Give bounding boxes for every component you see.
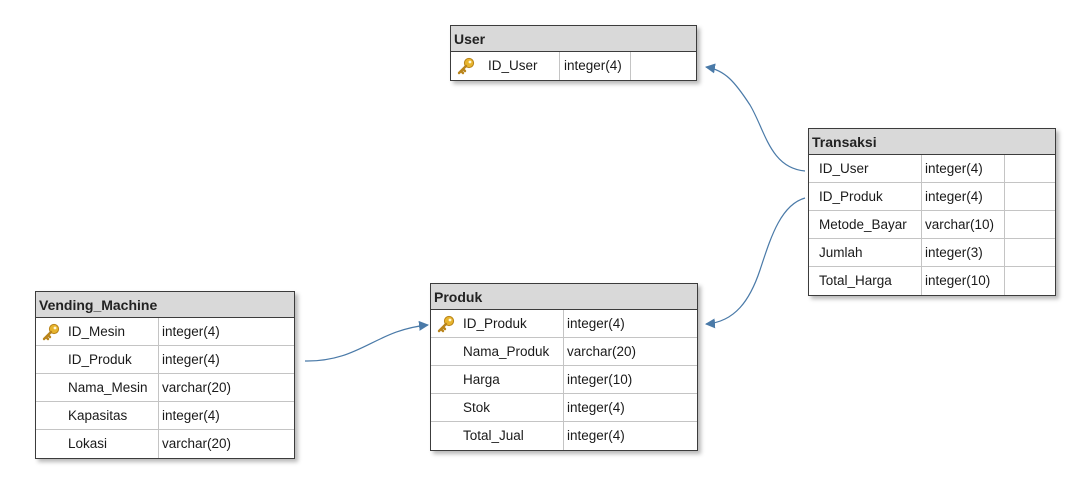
cell-divider bbox=[563, 366, 564, 393]
table-row[interactable]: Kapasitas integer(4) bbox=[36, 402, 294, 430]
connector-transaksi-to-user[interactable] bbox=[705, 63, 806, 172]
table-row[interactable]: Nama_Produk varchar(20) bbox=[431, 338, 697, 366]
table-row[interactable]: ID_Produk integer(4) bbox=[36, 346, 294, 374]
column-name: Nama_Produk bbox=[463, 344, 550, 359]
table-row[interactable]: Stok integer(4) bbox=[431, 394, 697, 422]
key-icon bbox=[457, 57, 475, 75]
key-icon bbox=[437, 315, 455, 333]
column-name: Lokasi bbox=[68, 436, 108, 451]
cell-divider bbox=[921, 155, 922, 182]
cell-divider bbox=[921, 211, 922, 238]
column-type: integer(4) bbox=[162, 352, 220, 367]
column-name: ID_Produk bbox=[819, 189, 883, 204]
column-type: varchar(20) bbox=[567, 344, 637, 359]
table-row[interactable]: Total_Harga integer(10) bbox=[809, 267, 1055, 295]
cell-divider bbox=[563, 422, 564, 450]
table-vending-machine-title: Vending_Machine bbox=[36, 292, 294, 318]
cell-divider bbox=[1004, 183, 1005, 210]
column-name: Nama_Mesin bbox=[68, 380, 148, 395]
column-name: Metode_Bayar bbox=[819, 217, 907, 232]
column-name: ID_User bbox=[819, 161, 869, 176]
column-type: integer(4) bbox=[925, 189, 983, 204]
table-row[interactable]: Jumlah integer(3) bbox=[809, 239, 1055, 267]
cell-divider bbox=[1004, 155, 1005, 182]
cell-divider bbox=[158, 430, 159, 458]
column-type: integer(3) bbox=[925, 245, 983, 260]
column-name: Stok bbox=[463, 400, 491, 415]
cell-divider bbox=[563, 338, 564, 365]
table-row[interactable]: ID_User integer(4) bbox=[809, 155, 1055, 183]
column-type: integer(4) bbox=[567, 428, 625, 443]
table-transaksi[interactable]: Transaksi ID_User integer(4) ID_Produk i… bbox=[808, 128, 1056, 296]
table-row[interactable]: Metode_Bayar varchar(10) bbox=[809, 211, 1055, 239]
table-produk[interactable]: Produk ID_Produk integer(4) Nama_Produk … bbox=[430, 283, 698, 451]
cell-divider bbox=[921, 267, 922, 295]
column-name: Total_Jual bbox=[463, 428, 524, 443]
table-row[interactable]: Harga integer(10) bbox=[431, 366, 697, 394]
column-type: varchar(20) bbox=[162, 380, 232, 395]
table-user-title: User bbox=[451, 26, 696, 52]
column-type: integer(4) bbox=[162, 408, 220, 423]
column-type: integer(4) bbox=[925, 161, 983, 176]
column-type: integer(4) bbox=[567, 316, 625, 331]
cell-divider bbox=[921, 183, 922, 210]
table-produk-title: Produk bbox=[431, 284, 697, 310]
cell-divider bbox=[158, 318, 159, 345]
column-name: ID_Mesin bbox=[68, 324, 126, 339]
table-row[interactable]: ID_User integer(4) bbox=[451, 52, 696, 80]
table-row[interactable]: Lokasi varchar(20) bbox=[36, 430, 294, 458]
cell-divider bbox=[921, 239, 922, 266]
column-name: ID_User bbox=[488, 58, 538, 73]
column-name: ID_Produk bbox=[68, 352, 132, 367]
column-type: varchar(20) bbox=[162, 436, 232, 451]
table-row[interactable]: ID_Produk integer(4) bbox=[809, 183, 1055, 211]
table-row[interactable]: ID_Mesin integer(4) bbox=[36, 318, 294, 346]
column-type: integer(10) bbox=[567, 372, 633, 387]
cell-divider bbox=[158, 374, 159, 401]
cell-divider bbox=[1004, 239, 1005, 266]
table-vending-machine[interactable]: Vending_Machine ID_Mesin integer(4) ID_P… bbox=[35, 291, 295, 459]
column-type: integer(4) bbox=[162, 324, 220, 339]
cell-divider bbox=[563, 310, 564, 337]
column-name: Jumlah bbox=[819, 245, 863, 260]
column-name: Kapasitas bbox=[68, 408, 128, 423]
table-row[interactable]: Total_Jual integer(4) bbox=[431, 422, 697, 450]
connector-vending-to-produk[interactable] bbox=[304, 320, 429, 362]
column-name: ID_Produk bbox=[463, 316, 527, 331]
key-icon bbox=[42, 323, 60, 341]
table-row[interactable]: Nama_Mesin varchar(20) bbox=[36, 374, 294, 402]
table-user[interactable]: User ID_User integer(4) bbox=[450, 25, 697, 81]
table-row[interactable]: ID_Produk integer(4) bbox=[431, 310, 697, 338]
cell-divider bbox=[1004, 211, 1005, 238]
cell-divider bbox=[630, 52, 631, 80]
cell-divider bbox=[158, 402, 159, 429]
cell-divider bbox=[158, 346, 159, 373]
cell-divider bbox=[563, 394, 564, 421]
column-type: integer(10) bbox=[925, 273, 991, 288]
column-name: Total_Harga bbox=[819, 273, 892, 288]
column-name: Harga bbox=[463, 372, 500, 387]
column-type: integer(4) bbox=[567, 400, 625, 415]
table-transaksi-title: Transaksi bbox=[809, 129, 1055, 155]
cell-divider bbox=[559, 52, 560, 80]
column-type: varchar(10) bbox=[925, 217, 995, 232]
connector-transaksi-to-produk[interactable] bbox=[705, 197, 806, 329]
cell-divider bbox=[1004, 267, 1005, 295]
column-type: integer(4) bbox=[564, 58, 622, 73]
